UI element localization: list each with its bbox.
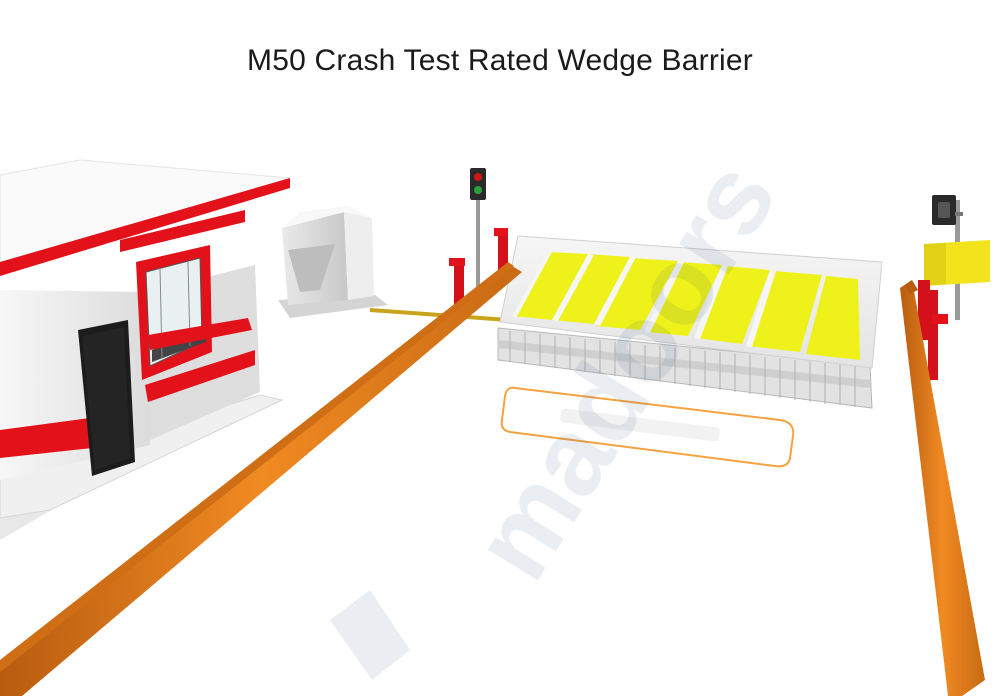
- wedge-barrier: [497, 235, 883, 409]
- guard-booth: [0, 159, 291, 540]
- traffic-light: [470, 168, 486, 305]
- boom-barrier-left: [0, 262, 522, 696]
- image-title: M50 Crash Test Rated Wedge Barrier: [247, 44, 753, 77]
- madoors-watermark: madoors: [330, 140, 800, 680]
- barrier-posts-right: [918, 240, 990, 380]
- boom-barrier-right: [900, 280, 985, 696]
- cable-trench: [370, 308, 508, 322]
- barrier-posts-center: [449, 228, 508, 308]
- floor-marking: [500, 386, 795, 468]
- control-cabinet: [278, 206, 388, 318]
